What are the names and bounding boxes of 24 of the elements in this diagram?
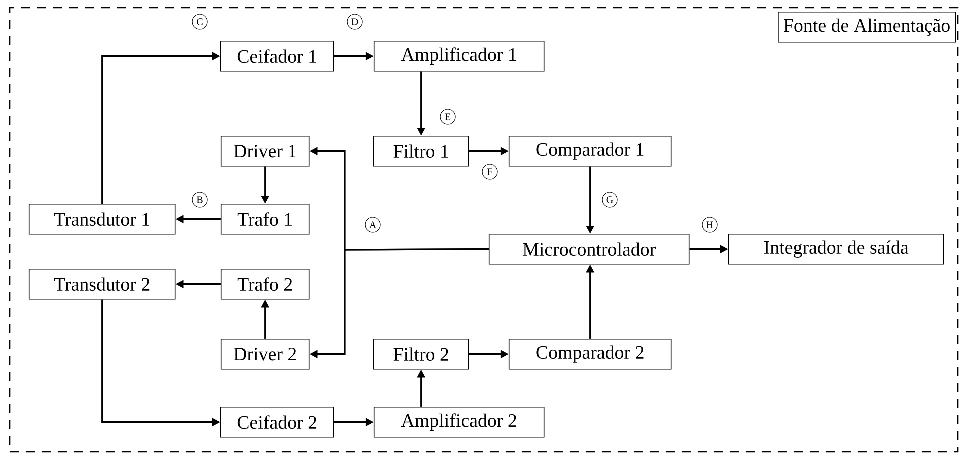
block-box: Driver 2 — [220, 338, 310, 370]
block-box: Ceifador 1 — [220, 40, 334, 72]
block-box: Integrador de saída — [728, 234, 944, 265]
circled-letter: H — [702, 217, 718, 233]
block-box: Transdutor 1 — [28, 204, 176, 235]
circled-letter: F — [482, 164, 498, 180]
circled-letter: G — [602, 192, 618, 208]
circled-letter: D — [347, 14, 363, 30]
block-box: Amplificador 1 — [374, 40, 545, 72]
block-box: Trafo 1 — [220, 204, 310, 235]
block-box: Transdutor 2 — [28, 268, 176, 300]
block-box: Comparador 2 — [508, 338, 672, 370]
block-box: Comparador 1 — [508, 136, 672, 167]
circled-letter: B — [192, 192, 208, 208]
block-box: Filtro 2 — [373, 338, 470, 370]
block-box: Microcontrolador — [488, 234, 690, 265]
circled-letter: C — [192, 14, 208, 30]
block-box: Amplificador 2 — [374, 406, 545, 438]
circled-letter: E — [440, 109, 456, 125]
circled-letter: A — [365, 217, 381, 233]
block-box: Filtro 1 — [373, 136, 470, 167]
block-box: Trafo 2 — [220, 268, 310, 300]
block-box: Driver 1 — [220, 136, 310, 167]
block-box: Ceifador 2 — [220, 406, 334, 438]
